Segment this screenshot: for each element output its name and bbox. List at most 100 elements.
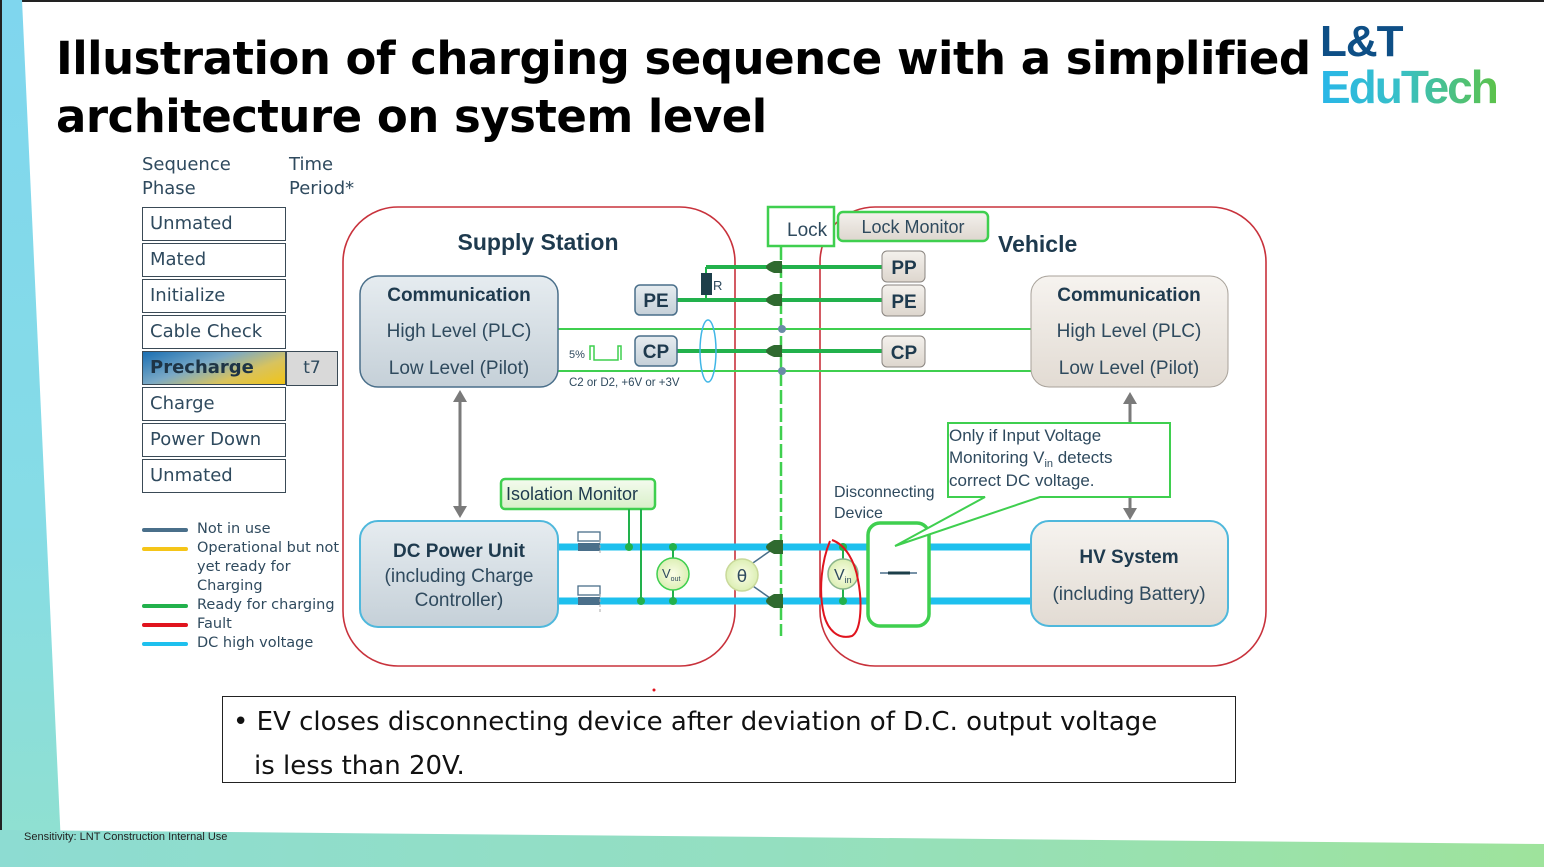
isolation-monitor-box bbox=[499, 477, 657, 511]
pp-pin-icon bbox=[766, 261, 782, 273]
vout-label: Vout bbox=[662, 566, 680, 583]
phase-cable-check: Cable Check bbox=[142, 315, 286, 349]
resistor-label: R bbox=[713, 278, 722, 293]
header-line: Period* bbox=[289, 178, 355, 199]
station-comm-low: Low Level (Pilot) bbox=[389, 358, 529, 379]
plc-pin-icon bbox=[778, 325, 786, 333]
station-contactor-plus-icon bbox=[577, 531, 601, 555]
station-comm-title: Communication bbox=[387, 285, 531, 306]
legend-item-fault: Fault bbox=[142, 615, 339, 634]
legend-item-dc-hv: DC high voltage bbox=[142, 634, 339, 653]
legend: Not in use Operational but not yet ready… bbox=[142, 520, 339, 653]
callout-line-1: Only if Input Voltage bbox=[949, 426, 1101, 445]
dc-plus-pin-icon bbox=[766, 540, 783, 554]
station-comm-high: High Level (PLC) bbox=[387, 321, 532, 342]
vehicle-communication-box bbox=[1030, 275, 1229, 388]
pwm-waveform-icon bbox=[589, 345, 622, 361]
vehicle-title: Vehicle bbox=[998, 231, 1077, 257]
vehicle-cp-box bbox=[881, 335, 926, 368]
title-line-1: Illustration of charging sequence with a… bbox=[56, 32, 1311, 85]
callout-sub: in bbox=[1044, 458, 1053, 470]
phase-unmated: Unmated bbox=[142, 207, 286, 241]
vehicle-comm-title: Communication bbox=[1057, 285, 1201, 306]
slide-title: Illustration of charging sequence with a… bbox=[56, 30, 1311, 146]
legend-text: Fault bbox=[197, 616, 232, 632]
logo-line-1: L&T bbox=[1320, 17, 1404, 66]
lock-monitor-label: Lock Monitor bbox=[861, 217, 964, 237]
station-pe-label: PE bbox=[643, 291, 668, 312]
junction-dot bbox=[637, 597, 645, 605]
header-line: Phase bbox=[142, 178, 196, 199]
legend-label: DC high voltage bbox=[197, 634, 313, 653]
legend-item-ready: Ready for charging bbox=[142, 596, 339, 615]
vehicle-pp-label: PP bbox=[891, 258, 917, 279]
phase-power-down: Power Down bbox=[142, 423, 286, 457]
legend-swatch bbox=[142, 642, 188, 646]
time-period-cell: t7 bbox=[286, 351, 338, 386]
legend-swatch bbox=[142, 528, 188, 532]
note-box: • EV closes disconnecting device after d… bbox=[222, 696, 1236, 783]
resistor-icon bbox=[701, 273, 712, 295]
vehicle-pe-box bbox=[881, 284, 926, 317]
vehicle-comm-low: Low Level (Pilot) bbox=[1059, 358, 1199, 379]
lock-box bbox=[766, 205, 836, 248]
pe-pin-icon bbox=[766, 294, 782, 306]
junction-dot bbox=[669, 597, 677, 605]
dc-minus-pin-icon bbox=[766, 594, 783, 608]
note-line-2: is less than 20V. bbox=[254, 751, 465, 781]
phase-unmated-end: Unmated bbox=[142, 459, 286, 493]
temperature-sensor-icon bbox=[725, 558, 759, 592]
connector-pins bbox=[766, 261, 782, 357]
station-comm-power-arrow bbox=[453, 390, 467, 518]
header-line: Sequence bbox=[142, 154, 231, 175]
time-period-header: Time Period* bbox=[289, 153, 354, 201]
sensitivity-footer: Sensitivity: LNT Construction Internal U… bbox=[24, 831, 228, 843]
vin-meter-icon bbox=[827, 558, 859, 590]
pilot-pin-icon bbox=[778, 367, 786, 375]
vin-sub: in bbox=[845, 575, 852, 585]
note-line-1: • EV closes disconnecting device after d… bbox=[233, 700, 1235, 744]
bullet-icon: • bbox=[233, 707, 249, 737]
sequence-phase-table: Unmated Mated Initialize Cable Check Pre… bbox=[142, 205, 286, 493]
station-communication-box bbox=[359, 275, 559, 388]
red-annotation-circle bbox=[820, 539, 862, 638]
hv-system-title: HV System bbox=[1079, 547, 1178, 568]
legend-item-operational: Operational but not yet ready for Chargi… bbox=[142, 539, 339, 596]
legend-item-not-in-use: Not in use bbox=[142, 520, 339, 539]
station-contactor-minus-icon bbox=[577, 585, 601, 612]
callout-line-2: Monitoring Vin detects bbox=[949, 448, 1113, 470]
vehicle-pp-box bbox=[881, 250, 926, 283]
cp-state-label: C2 or D2, +6V or +3V bbox=[569, 377, 680, 389]
vehicle-pe-label: PE bbox=[891, 292, 916, 313]
supply-station-title: Supply Station bbox=[458, 229, 619, 255]
lock-label: Lock bbox=[787, 220, 828, 241]
legend-text: yet ready for bbox=[197, 559, 291, 575]
dc-power-unit-line-2: (including Charge bbox=[385, 566, 534, 587]
callout-text: Monitoring V bbox=[949, 448, 1045, 467]
red-annotation-dot bbox=[652, 688, 656, 692]
legend-text: Operational but not bbox=[197, 540, 340, 556]
dc-power-unit-title: DC Power Unit bbox=[393, 541, 526, 562]
dc-power-unit-line-3: Controller) bbox=[415, 590, 504, 611]
phase-mated: Mated bbox=[142, 243, 286, 277]
dc-power-unit-box bbox=[359, 520, 559, 628]
pwm-duty-label: 5% bbox=[569, 349, 585, 361]
legend-swatch bbox=[142, 547, 188, 551]
legend-swatch bbox=[142, 623, 188, 627]
lock-monitor-box bbox=[836, 210, 990, 243]
legend-text: Not in use bbox=[197, 521, 271, 537]
header-line: Time bbox=[289, 154, 334, 175]
isolation-monitor-label: Isolation Monitor bbox=[506, 484, 638, 504]
vout-meter-icon bbox=[656, 557, 690, 591]
station-pe-box bbox=[634, 284, 678, 316]
lt-edutech-logo: L&T EduTech bbox=[1320, 17, 1499, 113]
cable-bundle-icon bbox=[699, 319, 717, 383]
legend-label: Operational but not yet ready for Chargi… bbox=[197, 539, 339, 596]
logo-line-2: EduTech bbox=[1320, 61, 1499, 113]
junction-dot bbox=[625, 543, 633, 551]
callout-box bbox=[894, 422, 1171, 547]
legend-label: Ready for charging bbox=[197, 596, 335, 615]
disconnecting-device-label-1: Disconnecting bbox=[834, 484, 935, 501]
junction-dot bbox=[839, 597, 847, 605]
